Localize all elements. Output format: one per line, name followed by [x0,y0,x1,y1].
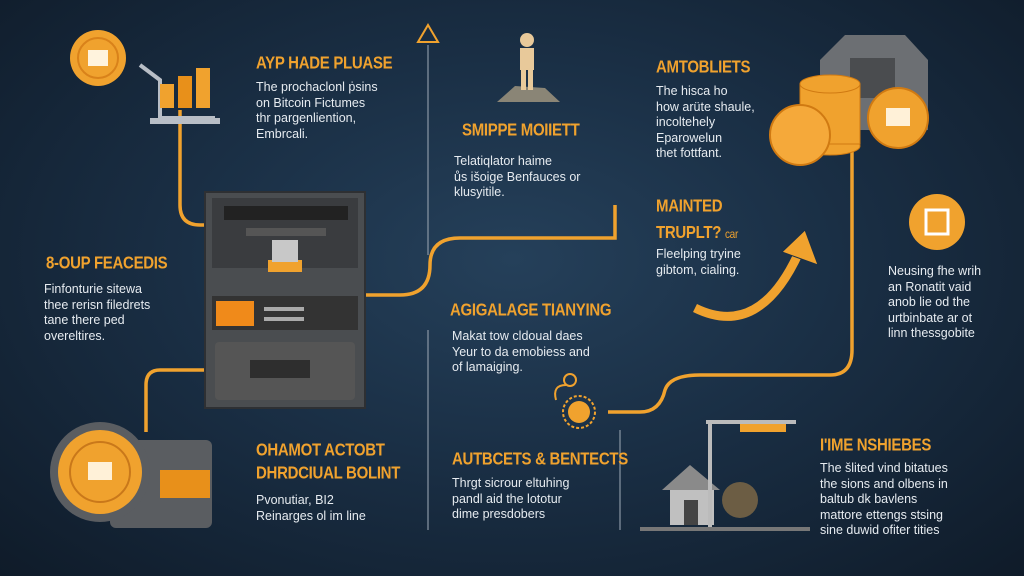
warning-icon [416,23,440,43]
body-line: The prochaclonl ṗsins [256,80,378,94]
body-line: how arüte shaule, [656,99,755,114]
body-line: Reinarges ol im line [256,508,366,523]
body-line: Neusing fhe wrih [888,264,982,278]
connector-lines [144,110,854,432]
bitcoin-badge-icon [909,194,965,250]
section-title: AUTBCETS & BENTECTS [452,449,628,469]
section-title: I'IME NSHIEBES [820,435,932,455]
body-line: klusyitile. [454,185,505,199]
section-title: MAINTED TRUPLT? car [656,193,776,248]
person-icon [497,33,560,102]
house-scene-illustration [640,420,810,531]
body-line: dime presdobers [452,507,546,521]
body-line: Thrgt sicrour eltuhing [452,476,570,490]
body-line: baltub dk bavlens [820,492,918,506]
coin-safe-illustration [50,422,212,528]
body-line: Pvonutiar, BI2 [256,493,334,507]
body-line: thr pargenliention, [256,111,357,125]
body-line: thet fottfant. [656,146,723,160]
body-line: of lamaiging. [452,360,523,374]
bitcoin-machine-illustration [204,191,366,409]
body-line: pandl aid the lototur [452,491,562,506]
section-title: AMTOBLIETS [656,57,751,77]
body-line: overeltires. [44,328,106,343]
body-line: Embrcali. [256,126,309,141]
body-line: Eparowelun [656,130,723,145]
growth-arrow-icon [693,229,819,321]
title-suffix: car [724,228,738,242]
body-line: anob lie od the [888,295,971,309]
body-line: Fleelping tryine [656,247,741,261]
body-line: an Ronatit vaid [888,279,972,294]
body-line: ůs išoige Benfauces or [454,169,581,184]
body-line: incoltehely [656,115,716,129]
body-line: the sions and olbens in [820,476,948,491]
connector-bottom-left [144,368,205,432]
body-line: sine duwid ofiter tities [820,523,940,537]
body-line: linn thessgobite [888,326,975,340]
body-line: tane there ped [44,313,125,327]
body-line: The hisca ho [656,84,728,98]
body-line: Yeur to da emobiess and [452,344,590,359]
connector-right [608,140,854,414]
body-line: Telatiqlator haime [454,154,552,168]
section-title: SMIPPE MOIIETT [462,120,580,140]
section-title: AYP HADE PLUASE [256,53,393,73]
connector-center [365,205,617,297]
body-line: mattore ettengs stsing [820,507,943,522]
bitcoin-link-icon [554,373,596,429]
divider-lines [427,45,621,530]
body-line: gibtom, cialing. [656,262,740,277]
section-title: 8-OUP FEACEDIS [46,253,168,273]
body-line: urtbinbate ar ot [888,310,973,325]
section-title: OHAMOT ACTOBT [256,440,385,460]
body-line: The šlited vind bitatues [820,461,948,475]
coin-stack-illustration [769,35,929,166]
section-title: AGIGALAGE TIANYING [450,300,612,320]
body-line: Finfonturie sitewa [44,282,142,296]
body-line: Makat tow cldoual daes [452,329,583,343]
body-line: on Bitcoin Fictumes [256,95,366,110]
coin-cart-icon [70,30,220,124]
title-text: MAINTED TRUPLT? [656,196,723,243]
connector-top-left [178,110,210,227]
body-line: thee rerisn filedrets [44,297,151,312]
section-title-line-2: DHRDCIUAL BOLINT [256,463,401,483]
